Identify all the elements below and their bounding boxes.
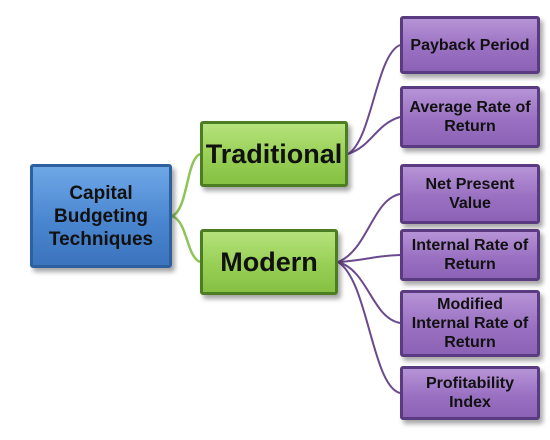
- connector-root-modern: [171, 214, 201, 264]
- branch-node-modern: Modern: [200, 229, 338, 295]
- leaf-node-net-present-value: Net Present Value: [400, 164, 540, 224]
- branch-node-traditional: Traditional: [200, 121, 348, 187]
- connector-modern-irr: [337, 254, 401, 263]
- root-line: Techniques: [48, 228, 154, 250]
- leaf-node-modified-internal-rate-of-return: Modified Internal Rate of Return: [400, 290, 540, 357]
- connector-traditional-payback: [347, 44, 401, 155]
- leaf-node-average-rate-of-return: Average Rate of Return: [400, 86, 540, 148]
- connector-modern-mirr: [337, 261, 401, 324]
- leaf-line: Return: [444, 256, 496, 273]
- branch-label: Traditional: [205, 138, 343, 169]
- branch-label: Modern: [220, 246, 318, 277]
- leaf-line: Profitability: [425, 375, 514, 392]
- leaf-line: Return: [444, 334, 496, 351]
- connector-modern-npv: [337, 193, 401, 263]
- root-line: Budgeting: [54, 205, 148, 227]
- leaf-node-payback-period: Payback Period: [400, 16, 540, 74]
- leaf-line: Value: [449, 195, 491, 212]
- leaf-line: Modified: [437, 296, 503, 313]
- root-line: Capital: [69, 182, 133, 204]
- leaf-line: Return: [444, 118, 496, 135]
- connector-root-traditional: [171, 152, 201, 218]
- connector-modern-pi: [337, 261, 401, 394]
- leaf-line: Payback Period: [410, 36, 530, 54]
- leaf-line: Index: [449, 394, 491, 411]
- leaf-line: Net Present: [425, 176, 515, 193]
- leaf-node-internal-rate-of-return: Internal Rate of Return: [400, 229, 540, 281]
- leaf-line: Internal Rate of: [411, 237, 529, 254]
- leaf-line: Average Rate of: [409, 99, 531, 116]
- connector-traditional-average-rate: [347, 116, 401, 155]
- root-node-capital-budgeting: Capital Budgeting Techniques: [30, 164, 172, 268]
- leaf-node-profitability-index: Profitability Index: [400, 366, 540, 420]
- leaf-line: Internal Rate of: [411, 315, 529, 332]
